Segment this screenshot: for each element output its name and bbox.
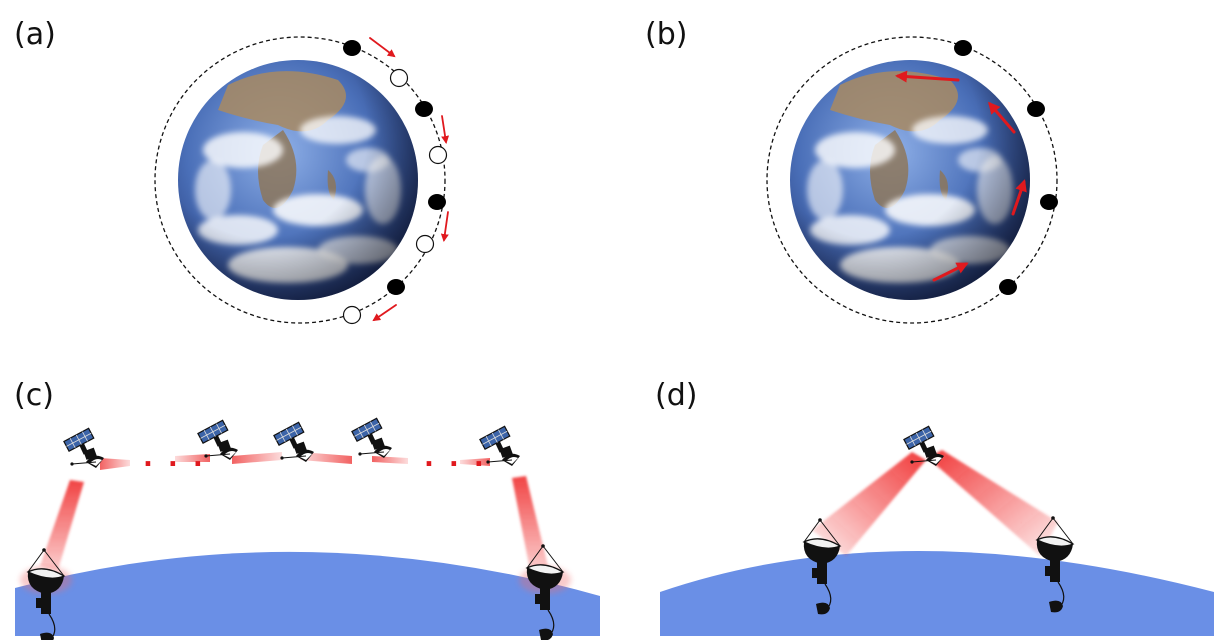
earth-globe-icon [178,60,418,300]
satellite-dot [1027,101,1045,117]
earth-surface [660,551,1214,636]
panel-d [660,425,1214,636]
motion-arrow [895,70,960,83]
satellite-previous-position [389,68,409,88]
panel-c-label: (c) [14,378,54,413]
intersatellite-link [372,456,408,464]
motion-arrow [440,211,449,242]
satellite-previous-position [342,305,362,325]
satellite-dot [954,40,972,56]
motion-arrow [372,304,397,322]
orbit-ring [766,36,1058,324]
continuation-dots: . . . [424,443,487,473]
panel-b-label: (b) [645,17,687,52]
link-beam [512,476,548,570]
satellite-dot [1040,194,1058,210]
satellite-icon [351,417,393,459]
satellite-previous-position [415,234,435,254]
continuation-dots: . . . [143,443,206,473]
satellite-previous-position [428,145,448,165]
link-beam [928,450,1058,556]
satellite-dot [343,40,361,56]
panel-b [766,36,1058,324]
intersatellite-link [232,452,282,464]
intersatellite-link [460,458,490,466]
panel-d-label: (d) [655,378,697,413]
panel-c: . . . . . . [15,417,600,640]
panel-a-label: (a) [14,17,56,52]
satellite-dot [428,194,446,210]
link-beam [812,452,926,556]
orbit-ring [154,36,446,324]
earth-globe-icon [790,60,1030,300]
satellite-icon [63,427,105,469]
earth-surface [15,551,600,636]
motion-arrow [369,37,396,58]
intersatellite-link [100,458,130,470]
satellite-dot [999,279,1017,295]
motion-arrow [1011,179,1027,216]
motion-arrow [988,101,1016,134]
satellite-dot [415,101,433,117]
motion-arrow [932,262,969,282]
panel-a [154,36,450,325]
intersatellite-link [175,454,210,462]
satellite-dot [387,279,405,295]
link-beam [40,480,84,570]
intersatellite-link [300,452,352,464]
motion-arrow [441,115,450,144]
